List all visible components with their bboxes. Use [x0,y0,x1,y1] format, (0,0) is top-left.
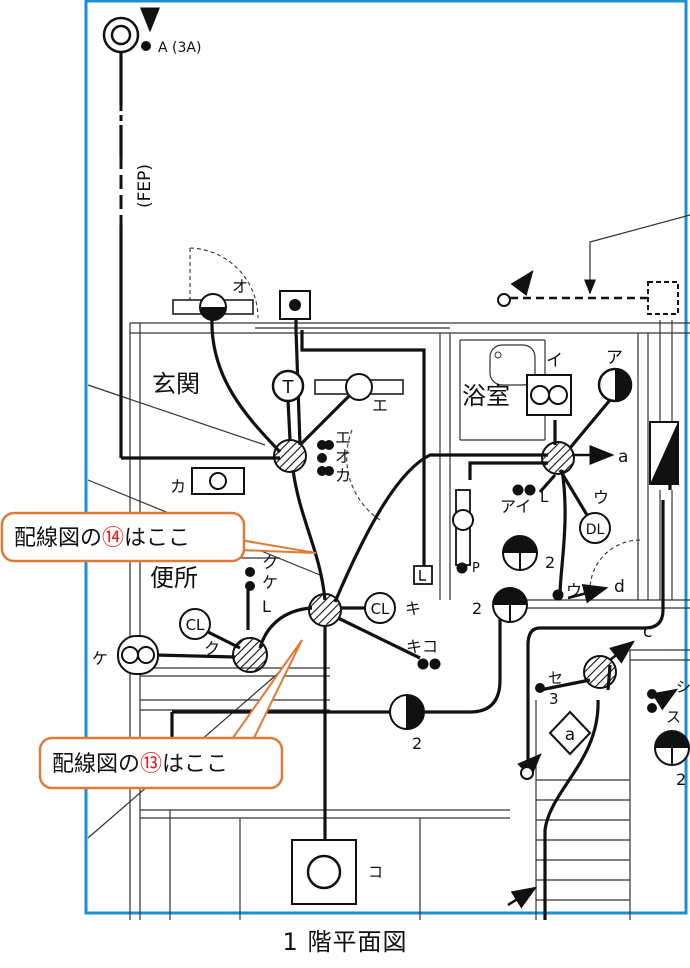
wiring-lines [119,52,672,920]
top-outlet-icon [102,16,151,54]
svg-text:ス: ス [666,708,681,726]
ceiling-light-ki-icon: CL [364,592,396,624]
svg-text:エ: エ [335,428,351,447]
svg-text:セ: セ [548,669,563,687]
light-2-bottom-icon [389,694,425,730]
svg-text:ク: ク [262,553,278,572]
svg-text:(FEP): (FEP) [135,164,155,208]
fixture-ka-icon [191,467,245,495]
junction-box-bath [541,441,575,475]
fixture-ko-icon [291,839,357,905]
junction-box-center [308,593,342,627]
svg-text:CL: CL [371,600,390,618]
svg-text:2: 2 [676,770,686,789]
switches-eoka [317,440,334,476]
svg-text:T: T [282,377,295,398]
dashed-box-icon [647,281,679,315]
bathtub [489,344,536,386]
room-bath: 浴室 [462,382,510,410]
svg-text:a: a [618,447,628,467]
small-box-icon [413,565,433,585]
svg-text:エ: エ [372,396,388,415]
svg-text:配線図の⑬はここ: 配線図の⑬はここ [52,752,228,777]
distribution-panel-icon [649,421,679,485]
transformer-t-icon: T [271,369,305,403]
svg-text:配線図の⑭はここ: 配線図の⑭はここ [14,526,190,551]
svg-text:c: c [643,622,652,642]
blue-frame [84,0,688,915]
svg-text:キ: キ [405,599,421,618]
svg-text:L: L [262,597,271,616]
svg-text:L: L [540,488,549,506]
light-2-upper-icon [502,535,538,571]
svg-text:イ: イ [546,351,563,371]
svg-text:2: 2 [412,734,422,753]
ceiling-light-ku-icon: CL [179,608,211,640]
svg-text:2: 2 [472,599,482,618]
svg-text:キコ: キコ [406,637,438,656]
svg-text:ウ: ウ [566,581,582,600]
svg-text:ウ: ウ [593,488,609,507]
callout-14: 配線図の⑭はここ [0,511,317,563]
room-genkan: 玄関 [152,370,200,398]
svg-text:ア: ア [606,348,623,368]
small-light-icon [497,293,511,307]
svg-text:3: 3 [549,690,559,708]
junction-box-toilet [232,637,268,673]
svg-text:d: d [614,577,625,597]
svg-text:DL: DL [586,522,605,538]
svg-text:2: 2 [545,553,555,572]
svg-text:シ: シ [676,678,690,696]
fixture-e-icon [314,373,404,401]
svg-text:アイ: アイ [500,497,531,516]
svg-text:ケ: ケ [92,649,108,668]
ventilator-i-icon [526,374,572,416]
outlet-ke-icon [117,635,159,675]
diamond-a-icon: a [548,710,592,756]
switch-box-icon [279,290,311,320]
junction-box-entrance [273,439,307,473]
light-2-right-icon [654,730,690,766]
page-caption: 1 階平面図 [282,928,408,956]
junction-box-stairs [583,655,617,689]
svg-text:ケ: ケ [262,573,278,592]
svg-text:a: a [565,725,575,745]
room-toilet: 便所 [150,564,198,592]
light-a-icon [597,367,633,403]
light-2-lower-icon [492,587,528,623]
svg-text:カ: カ [170,477,186,496]
outlet-p-icon [452,489,474,574]
svg-text:コ: コ [368,863,383,881]
svg-text:カ: カ [335,466,351,485]
svg-text:P: P [472,561,480,576]
svg-text:CL: CL [186,616,205,634]
fixture-o-icon [172,293,254,321]
callout-13: 配線図の⑬はここ [38,639,303,790]
svg-text:A (3A): A (3A) [158,40,201,56]
svg-text:オ: オ [335,447,351,466]
svg-text:オ: オ [232,277,248,296]
svg-text:ク: ク [204,639,220,658]
downlight-u-icon: DL [579,512,611,544]
